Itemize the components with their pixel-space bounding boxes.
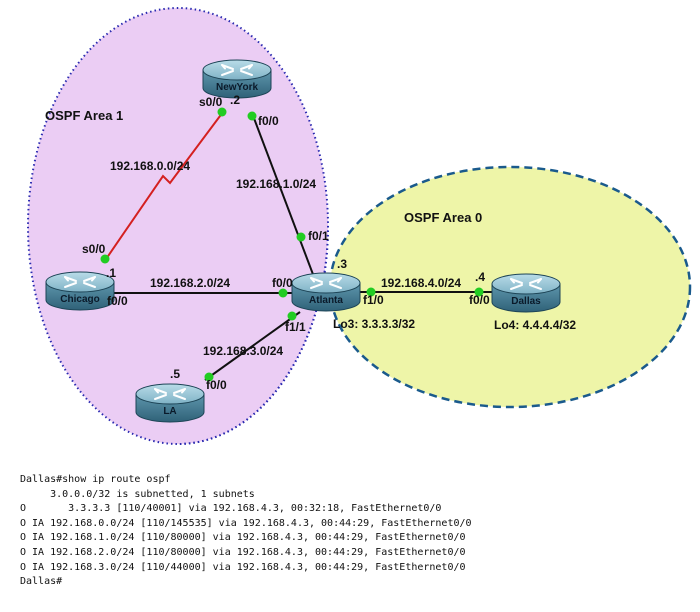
port-dot-atlanta-f00: [278, 288, 288, 298]
cli-line: Dallas#show ip route ospf: [20, 474, 171, 485]
port-dot-atlanta-f11: [287, 311, 297, 321]
loopback-label-dallas: Lo4: 4.4.4.4/32: [494, 318, 576, 332]
port-dot-la-f00: [204, 372, 214, 382]
cli-line: O 3.3.3.3 [110/40001] via 192.168.4.3, 0…: [20, 503, 442, 515]
router-dallas[interactable]: Dallas: [491, 273, 561, 313]
router-la[interactable]: LA: [135, 383, 205, 423]
network-label-ny-atlanta: 192.168.1.0/24: [236, 177, 316, 191]
interface-label-chicago-host: .1: [106, 266, 116, 280]
cli-line: O IA 192.168.2.0/24 [110/80000] via 192.…: [20, 546, 466, 558]
interface-label-dallas-f00: f0/0: [469, 293, 490, 307]
interface-label-newyork-f00: f0/0: [258, 114, 279, 128]
port-dot-dallas-f00: [474, 287, 484, 297]
cli-route-output: Dallas#show ip route ospf 3.0.0.0/32 is …: [20, 473, 472, 590]
interface-label-newyork-host: .2: [230, 93, 240, 107]
router-la-label: LA: [163, 406, 176, 417]
interface-label-la-f00: f0/0: [206, 378, 227, 392]
port-dot-newyork-s00: [217, 107, 227, 117]
port-dot-chicago-s00: [100, 254, 110, 264]
cli-line: Dallas#: [20, 576, 63, 588]
router-newyork-label: NewYork: [216, 82, 258, 93]
cli-line: O IA 192.168.0.0/24 [110/145535] via 192…: [20, 517, 472, 529]
cli-line: O IA 192.168.1.0/24 [110/80000] via 192.…: [20, 532, 466, 544]
ospf-area-0-label: OSPF Area 0: [404, 210, 482, 225]
interface-label-atlanta-host: .3: [337, 257, 347, 271]
loopback-label-atlanta: Lo3: 3.3.3.3/32: [333, 317, 415, 331]
network-topology-diagram: OSPF Area 1 OSPF Area 0 NewYork Chicago …: [27, 7, 692, 445]
port-dots: [100, 107, 484, 382]
router-chicago[interactable]: Chicago: [45, 271, 115, 311]
network-label-la-atlanta: 192.168.3.0/24: [203, 344, 283, 358]
interface-label-la-host: .5: [170, 367, 180, 381]
serial-link-newyork-chicago: [103, 111, 224, 263]
interface-label-atlanta-f11: f1/1: [285, 320, 306, 334]
port-dot-newyork-f00: [247, 111, 257, 121]
ospf-area-1-boundary-overlap: [177, 225, 329, 445]
router-chicago-label: Chicago: [60, 294, 99, 305]
cli-line: 3.0.0.0/32 is subnetted, 1 subnets: [20, 488, 255, 500]
router-newyork[interactable]: NewYork: [202, 59, 272, 99]
interface-label-atlanta-f01: f0/1: [308, 229, 329, 243]
network-label-chicago-atlanta: 192.168.2.0/24: [150, 276, 230, 290]
port-dot-atlanta-f10: [366, 287, 376, 297]
interface-label-newyork-s00: s0/0: [199, 95, 223, 109]
router-atlanta[interactable]: Atlanta: [291, 272, 361, 312]
cli-line: O IA 192.168.3.0/24 [110/44000] via 192.…: [20, 561, 466, 573]
router-atlanta-label: Atlanta: [309, 295, 343, 306]
interface-label-atlanta-f00: f0/0: [272, 276, 293, 290]
network-label-atlanta-dallas: 192.168.4.0/24: [381, 276, 461, 290]
router-dallas-label: Dallas: [511, 296, 541, 307]
interface-label-dallas-host: .4: [475, 270, 485, 284]
ospf-area-1-label: OSPF Area 1: [45, 108, 123, 123]
interface-label-chicago-s00: s0/0: [82, 242, 106, 256]
network-label-ny-chicago: 192.168.0.0/24: [110, 159, 190, 173]
interface-label-atlanta-f10: f1/0: [363, 293, 384, 307]
link-newyork-atlanta: [251, 112, 315, 278]
interface-label-chicago-f00: f0/0: [107, 294, 128, 308]
link-la-atlanta: [204, 311, 301, 381]
port-dot-atlanta-f01: [296, 232, 306, 242]
